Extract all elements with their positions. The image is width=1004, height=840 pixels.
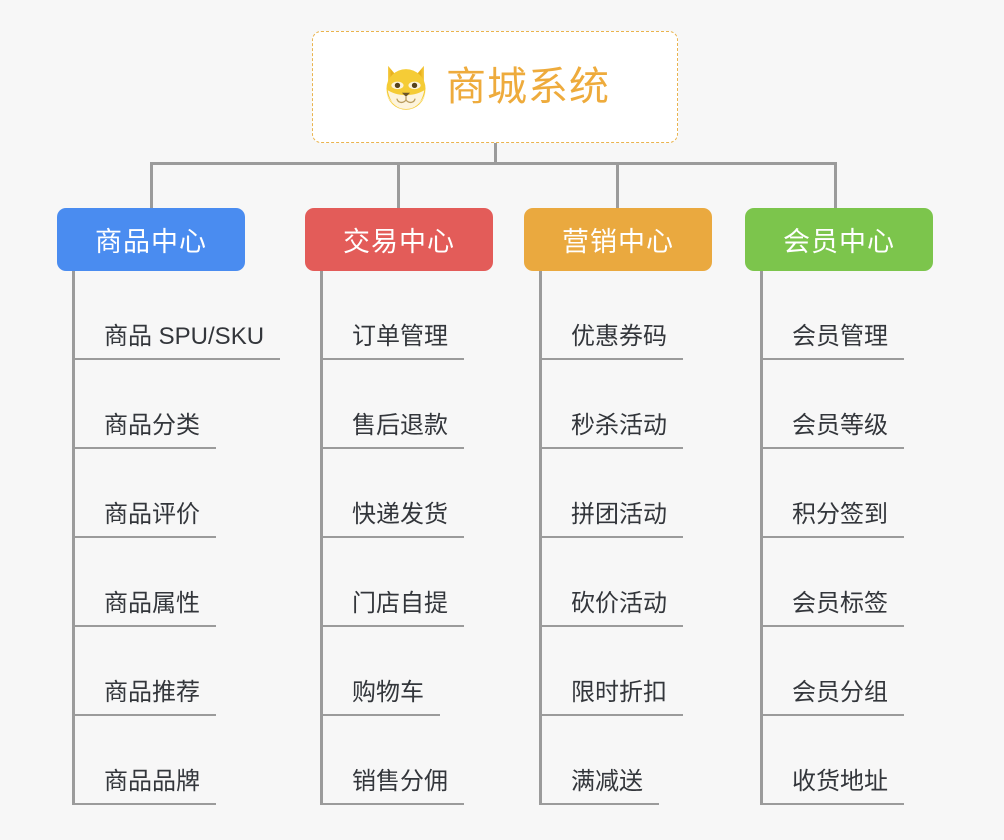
list-item[interactable]: 收货地址 (760, 716, 904, 805)
branch-header-product-center[interactable]: 商品中心 (57, 208, 245, 271)
branch-header-marketing-center[interactable]: 营销中心 (524, 208, 712, 271)
leaf-label: 会员管理 (760, 322, 904, 360)
leaf-label: 收货地址 (760, 767, 904, 805)
list-item[interactable]: 商品评价 (72, 449, 280, 538)
list-item[interactable]: 限时折扣 (539, 627, 683, 716)
list-item[interactable]: 会员标签 (760, 538, 904, 627)
branch-header-label: 营销中心 (562, 227, 674, 257)
connector-drop-3 (616, 162, 619, 209)
leaf-list-trade-center: 订单管理 售后退款 快递发货 门店自提 购物车 销售分佣 (320, 271, 464, 805)
branch-spine-product-center (72, 271, 75, 805)
list-item[interactable]: 售后退款 (320, 360, 464, 449)
leaf-label: 优惠券码 (539, 322, 683, 360)
root-label: 商城系统 (446, 65, 610, 109)
branch-spine-marketing-center (539, 271, 542, 805)
leaf-label: 商品属性 (72, 589, 216, 627)
branch-member-center: 会员中心 会员管理 会员等级 积分签到 会员标签 会员分组 收货地址 (745, 208, 933, 805)
branch-header-member-center[interactable]: 会员中心 (745, 208, 933, 271)
branch-trade-center: 交易中心 订单管理 售后退款 快递发货 门店自提 购物车 销售分佣 (305, 208, 493, 805)
leaf-label: 商品 SPU/SKU (72, 322, 281, 360)
leaf-label: 订单管理 (320, 322, 464, 360)
list-item[interactable]: 满减送 (539, 716, 683, 805)
branch-header-label: 商品中心 (95, 227, 207, 257)
branch-header-label: 会员中心 (783, 227, 895, 257)
branch-header-trade-center[interactable]: 交易中心 (305, 208, 493, 271)
list-item[interactable]: 商品 SPU/SKU (72, 271, 281, 360)
list-item[interactable]: 商品推荐 (72, 627, 280, 716)
leaf-label: 砍价活动 (539, 589, 683, 627)
leaf-label: 销售分佣 (320, 767, 464, 805)
leaf-label: 商品分类 (72, 411, 216, 449)
list-item[interactable]: 会员等级 (760, 360, 904, 449)
connector-root-stem (494, 143, 497, 165)
leaf-label: 购物车 (320, 678, 440, 716)
list-item[interactable]: 会员管理 (760, 271, 904, 360)
list-item[interactable]: 秒杀活动 (539, 360, 683, 449)
leaf-label: 满减送 (539, 767, 659, 805)
leaf-label: 会员分组 (760, 678, 904, 716)
leaf-label: 拼团活动 (539, 500, 683, 538)
leaf-list-marketing-center: 优惠券码 秒杀活动 拼团活动 砍价活动 限时折扣 满减送 (539, 271, 683, 805)
branch-header-label: 交易中心 (343, 227, 455, 257)
connector-drop-2 (397, 162, 400, 209)
leaf-label: 秒杀活动 (539, 411, 683, 449)
list-item[interactable]: 销售分佣 (320, 716, 464, 805)
leaf-label: 售后退款 (320, 411, 464, 449)
branch-spine-member-center (760, 271, 763, 805)
list-item[interactable]: 会员分组 (760, 627, 904, 716)
leaf-label: 限时折扣 (539, 678, 683, 716)
list-item[interactable]: 砍价活动 (539, 538, 683, 627)
shiba-dog-icon (386, 65, 426, 110)
leaf-label: 门店自提 (320, 589, 464, 627)
list-item[interactable]: 积分签到 (760, 449, 904, 538)
leaf-label: 商品推荐 (72, 678, 216, 716)
list-item[interactable]: 订单管理 (320, 271, 464, 360)
leaf-label: 快递发货 (320, 500, 464, 538)
root-node[interactable]: 商城系统 (312, 31, 678, 143)
list-item[interactable]: 商品分类 (72, 360, 280, 449)
connector-drop-4 (834, 162, 837, 209)
branch-product-center: 商品中心 商品 SPU/SKU 商品分类 商品评价 商品属性 商品推荐 商品品牌 (57, 208, 281, 805)
list-item[interactable]: 拼团活动 (539, 449, 683, 538)
leaf-label: 商品评价 (72, 500, 216, 538)
connector-horizontal-bus (150, 162, 837, 165)
list-item[interactable]: 门店自提 (320, 538, 464, 627)
list-item[interactable]: 商品属性 (72, 538, 280, 627)
leaf-label: 商品品牌 (72, 767, 216, 805)
leaf-list-member-center: 会员管理 会员等级 积分签到 会员标签 会员分组 收货地址 (760, 271, 904, 805)
list-item[interactable]: 购物车 (320, 627, 464, 716)
leaf-list-product-center: 商品 SPU/SKU 商品分类 商品评价 商品属性 商品推荐 商品品牌 (72, 271, 281, 805)
branch-spine-trade-center (320, 271, 323, 805)
leaf-label: 会员标签 (760, 589, 904, 627)
list-item[interactable]: 商品品牌 (72, 716, 280, 805)
connector-drop-1 (150, 162, 153, 209)
leaf-label: 积分签到 (760, 500, 904, 538)
list-item[interactable]: 优惠券码 (539, 271, 683, 360)
branch-marketing-center: 营销中心 优惠券码 秒杀活动 拼团活动 砍价活动 限时折扣 满减送 (524, 208, 712, 805)
leaf-label: 会员等级 (760, 411, 904, 449)
list-item[interactable]: 快递发货 (320, 449, 464, 538)
